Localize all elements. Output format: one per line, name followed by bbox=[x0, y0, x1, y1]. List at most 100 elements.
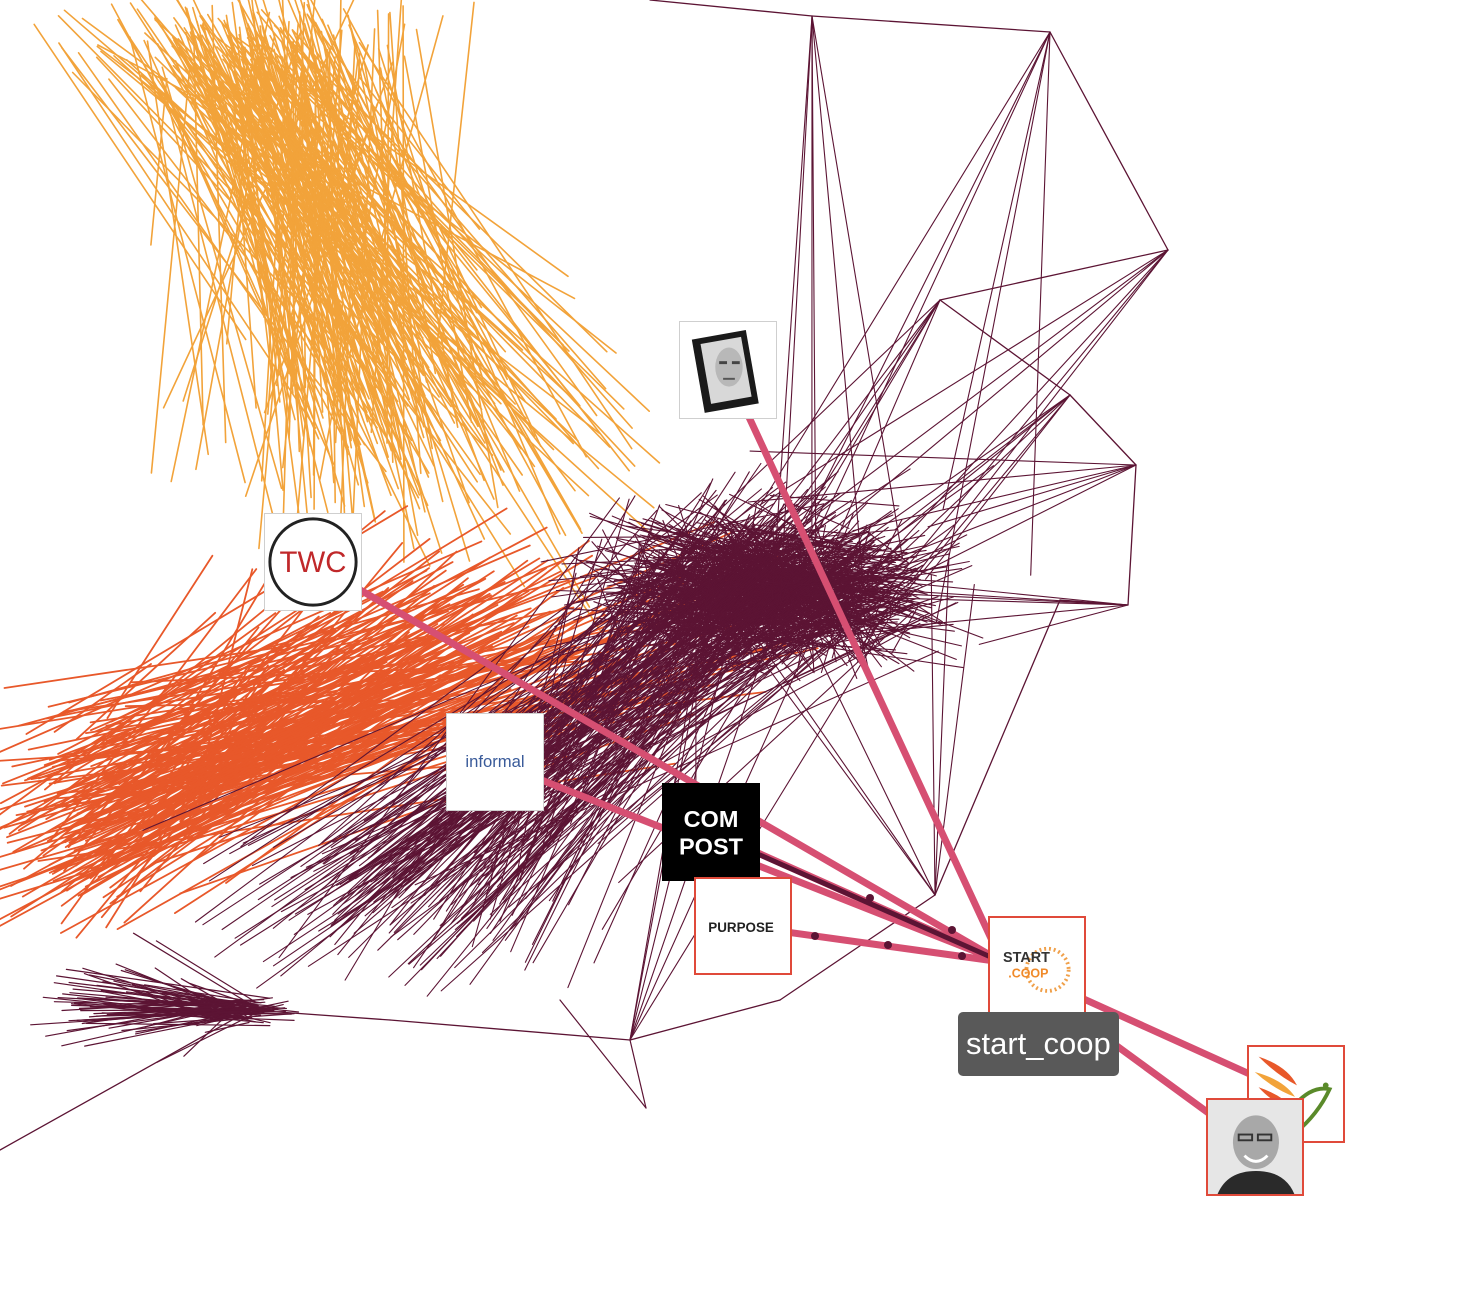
edge bbox=[143, 645, 563, 818]
edge bbox=[301, 61, 344, 409]
informal-logo-text: informal bbox=[465, 752, 524, 771]
highlight-edge bbox=[757, 852, 1005, 965]
edge bbox=[353, 550, 799, 934]
edge bbox=[257, 529, 838, 901]
node-start-coop[interactable]: START .COOP bbox=[988, 916, 1086, 1014]
edge bbox=[3, 708, 419, 829]
start-coop-logo-icon: START .COOP bbox=[1003, 946, 1071, 993]
edge bbox=[548, 537, 807, 902]
informal-logo-icon: informal bbox=[465, 752, 524, 771]
edge bbox=[57, 612, 332, 755]
edge bbox=[6, 674, 426, 839]
edge bbox=[358, 41, 633, 450]
edge bbox=[90, 644, 409, 768]
edge bbox=[756, 394, 1071, 616]
edge bbox=[50, 634, 576, 831]
edge bbox=[181, 741, 432, 837]
edge bbox=[176, 0, 442, 442]
edge bbox=[45, 1004, 217, 1037]
twc-logo-text: TWC bbox=[280, 546, 347, 579]
edge bbox=[837, 249, 1169, 612]
edge-marker bbox=[958, 952, 966, 960]
edge bbox=[106, 554, 214, 719]
node-purpose[interactable]: PURPOSE bbox=[694, 877, 792, 975]
edge bbox=[854, 591, 1129, 606]
edge bbox=[10, 652, 441, 887]
node-compost[interactable]: COM POST bbox=[662, 783, 760, 881]
edge bbox=[192, 0, 429, 507]
edge bbox=[154, 56, 555, 451]
edge bbox=[81, 17, 483, 315]
edge bbox=[1030, 31, 1051, 576]
edge bbox=[516, 547, 580, 876]
edge bbox=[307, 594, 891, 915]
edge bbox=[752, 299, 941, 547]
edge bbox=[424, 555, 717, 896]
edge bbox=[729, 493, 923, 587]
edge bbox=[40, 658, 566, 852]
edge bbox=[745, 623, 936, 896]
edge bbox=[248, 52, 566, 392]
edge bbox=[811, 15, 1051, 33]
edge bbox=[603, 575, 919, 834]
edge bbox=[925, 394, 1071, 580]
edge bbox=[0, 540, 483, 753]
edge bbox=[364, 487, 774, 847]
edge bbox=[161, 66, 283, 490]
edge bbox=[358, 76, 481, 230]
edge bbox=[749, 450, 1137, 466]
edge bbox=[752, 299, 941, 571]
edge bbox=[934, 552, 950, 896]
edge bbox=[256, 11, 581, 407]
edge bbox=[629, 1039, 647, 1109]
edge bbox=[486, 575, 631, 877]
person-photo-icon bbox=[1208, 1100, 1302, 1194]
edge bbox=[939, 249, 1169, 301]
edge bbox=[381, 602, 922, 863]
edge bbox=[649, 534, 726, 549]
edge bbox=[126, 999, 265, 1005]
edge bbox=[811, 15, 865, 586]
start-coop-logo-line1: START bbox=[1003, 950, 1050, 966]
edge bbox=[852, 464, 1137, 532]
edge bbox=[322, 78, 582, 531]
edge bbox=[420, 585, 786, 971]
edge bbox=[1069, 394, 1137, 466]
edge bbox=[827, 299, 941, 561]
edge bbox=[858, 249, 1169, 626]
node-informal[interactable]: informal bbox=[446, 713, 544, 811]
edge bbox=[436, 1, 475, 346]
edge bbox=[389, 1019, 631, 1041]
edge bbox=[646, 543, 701, 581]
edge bbox=[53, 507, 508, 785]
edge bbox=[238, 33, 334, 371]
edge bbox=[84, 1007, 278, 1047]
edge bbox=[758, 654, 936, 896]
edge bbox=[226, 21, 337, 424]
edge bbox=[199, 24, 397, 418]
node-portrait[interactable] bbox=[679, 321, 777, 419]
edge bbox=[223, 74, 661, 464]
edge bbox=[811, 15, 904, 559]
edge bbox=[760, 249, 1169, 506]
edge bbox=[779, 894, 936, 1001]
edge bbox=[347, 15, 444, 359]
node-person[interactable] bbox=[1206, 1098, 1304, 1196]
edge bbox=[123, 631, 446, 924]
edge bbox=[53, 982, 248, 1012]
edge bbox=[291, 28, 607, 390]
edge bbox=[1049, 31, 1169, 251]
purpose-logo-text: PURPOSE bbox=[708, 920, 774, 935]
edge bbox=[260, 9, 633, 429]
edge bbox=[194, 481, 787, 923]
edge-marker bbox=[866, 894, 874, 902]
edge bbox=[131, 678, 392, 880]
node-twc[interactable]: TWC bbox=[264, 513, 362, 611]
edge bbox=[174, 60, 320, 408]
edge bbox=[318, 579, 887, 932]
edge bbox=[770, 530, 880, 548]
edge bbox=[313, 542, 960, 872]
edge bbox=[220, 21, 421, 510]
edge bbox=[234, 72, 392, 497]
